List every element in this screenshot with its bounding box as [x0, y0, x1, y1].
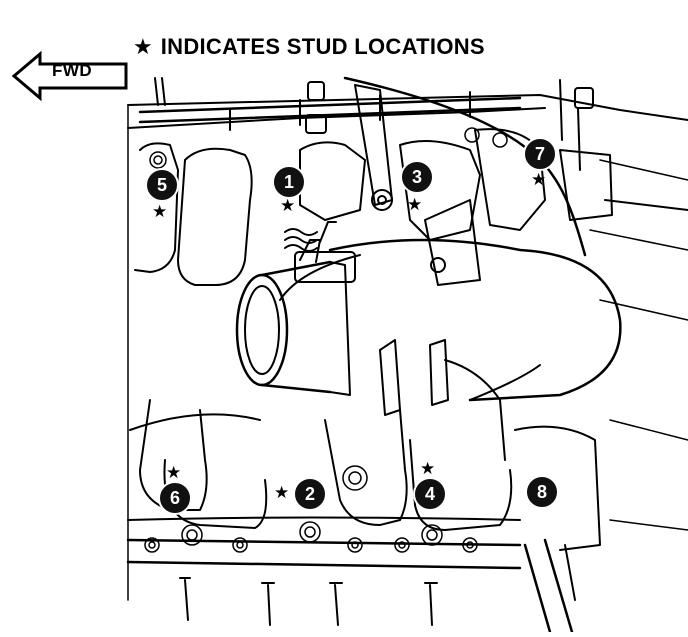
stud-star-1: ★ [280, 196, 296, 215]
left-arrow-icon [11, 50, 128, 102]
callout-3: 3 [400, 160, 434, 194]
callout-8: 8 [525, 475, 559, 509]
stud-star-7: ★ [531, 170, 547, 189]
stud-star-3: ★ [407, 195, 423, 214]
stud-star-5: ★ [152, 202, 168, 221]
forward-direction-arrow: FWD [10, 50, 130, 102]
callout-2: 2 [293, 477, 327, 511]
stud-star-2: ★ [274, 483, 290, 502]
stud-star-4: ★ [420, 459, 436, 478]
callout-4: 4 [413, 477, 447, 511]
stud-star-6: ★ [166, 463, 182, 482]
callout-7: 7 [523, 137, 557, 171]
legend: ★ INDICATES STUD LOCATIONS [133, 30, 485, 64]
callout-5: 5 [145, 168, 179, 202]
star-icon: ★ [133, 34, 153, 59]
callout-1: 1 [272, 165, 306, 199]
callout-6: 6 [158, 481, 192, 515]
fwd-label: FWD [52, 61, 93, 80]
legend-text: INDICATES STUD LOCATIONS [160, 34, 485, 59]
